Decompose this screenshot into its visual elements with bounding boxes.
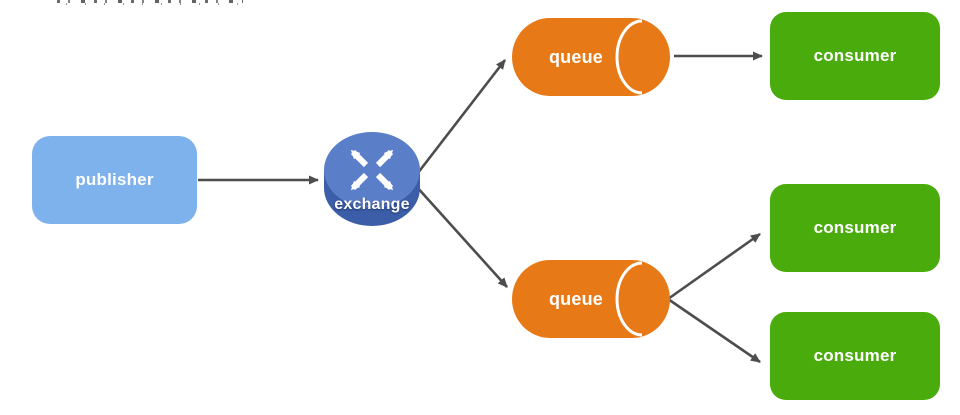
queue-cylinder-icon [512, 18, 670, 96]
queue-cylinder-icon [512, 260, 670, 338]
exchange-node: exchange [322, 126, 422, 236]
edge-exchange-queue-bottom [415, 185, 508, 288]
router-arrow-down-right [375, 172, 394, 191]
router-arrow-up-right [375, 149, 394, 168]
consumer-middle-node: consumer [770, 184, 940, 272]
consumer-top-node: consumer [770, 12, 940, 100]
queue-top-label: queue [548, 46, 603, 67]
queue-top-node: queue [512, 18, 670, 96]
edge-exchange-queue-top [412, 59, 507, 179]
consumer-middle-label: consumer [813, 218, 897, 237]
router-arrow-down-left [350, 172, 369, 191]
publisher-node: publisher [32, 136, 197, 224]
edge-queue-bottom-consumer-middle [667, 232, 761, 301]
queue-bottom-node: queue [512, 260, 670, 338]
edge-queue-bottom-consumer-bottom [667, 297, 761, 364]
consumer-bottom-node: consumer [770, 312, 940, 400]
queue-bottom-label: queue [548, 288, 603, 309]
router-icon [324, 132, 420, 226]
consumer-bottom-label: consumer [813, 346, 897, 365]
consumer-top-label: consumer [813, 46, 897, 65]
cropped-text-remnant [57, 0, 243, 5]
publisher-label: publisher [75, 170, 154, 189]
router-arrow-up-left [350, 149, 369, 168]
exchange-label: exchange [334, 196, 410, 213]
